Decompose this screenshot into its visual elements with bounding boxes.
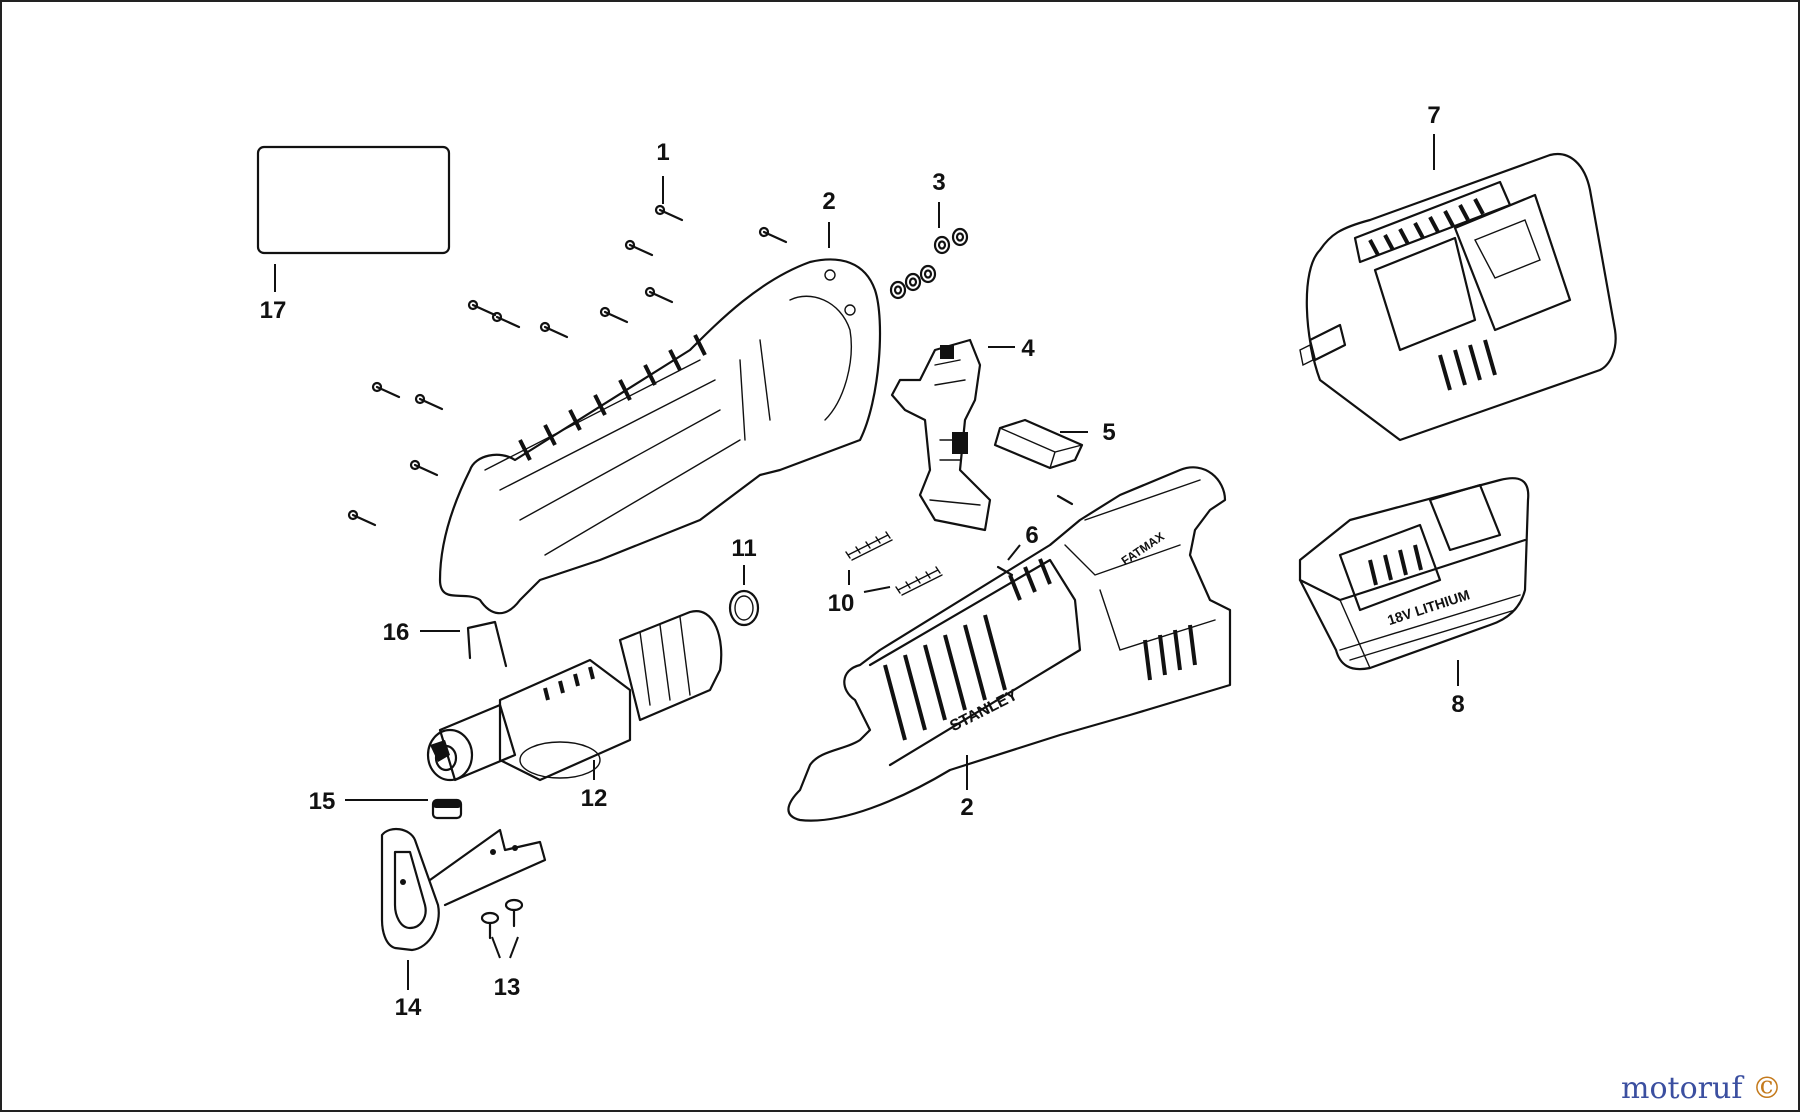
callout-3: 3 [932, 169, 945, 196]
callout-2-upper: 2 [822, 188, 835, 215]
battery-text: 18V LITHIUM [1385, 586, 1471, 628]
part-8-battery[interactable]: 8 18V LITHIUM [1298, 477, 1530, 718]
part-14-shoe[interactable]: 14 [380, 827, 547, 1021]
callout-6: 6 [1025, 522, 1038, 549]
part-13-screws[interactable]: 13 [480, 898, 524, 1001]
part-5-pad[interactable]: 5 [993, 418, 1116, 470]
part-2-housing-right-assembled[interactable]: 2 STANLEY FATMAX [787, 466, 1232, 822]
callout-2-lower: 2 [960, 794, 973, 821]
part-17-label-card[interactable]: 17 [256, 145, 451, 324]
callout-10: 10 [828, 590, 855, 617]
callout-4: 4 [1021, 335, 1035, 362]
part-2-housing-left-half[interactable]: 2 [438, 188, 882, 615]
housing-model-text: FATMAX [1119, 529, 1167, 568]
part-10-springs[interactable]: 10 [828, 531, 943, 617]
callout-5: 5 [1102, 419, 1115, 446]
part-12-motor-gear-assembly[interactable]: 12 [426, 610, 723, 812]
callout-15: 15 [309, 788, 336, 815]
watermark-logo: motoruf © [1621, 1071, 1782, 1106]
part-11-ring[interactable]: 11 [728, 535, 760, 627]
callout-7: 7 [1427, 102, 1440, 129]
part-4-trigger-switch[interactable]: 4 [890, 335, 1035, 532]
part-7-charger[interactable]: 7 [1299, 102, 1617, 442]
part-6-pins[interactable]: 6 [996, 494, 1074, 577]
callout-12: 12 [581, 785, 608, 812]
callout-14: 14 [395, 994, 422, 1021]
part-3-bearings[interactable]: 3 [889, 169, 969, 300]
callout-8: 8 [1451, 691, 1464, 718]
callout-11: 11 [731, 535, 756, 562]
callout-16: 16 [383, 619, 410, 646]
callout-13: 13 [494, 974, 521, 1001]
part-16-bracket[interactable]: 16 [383, 619, 508, 668]
part-1-screws[interactable]: 1 [347, 139, 788, 527]
callout-17: 17 [260, 297, 287, 324]
callout-1: 1 [656, 139, 669, 166]
part-15-pad[interactable]: 15 [309, 788, 463, 820]
